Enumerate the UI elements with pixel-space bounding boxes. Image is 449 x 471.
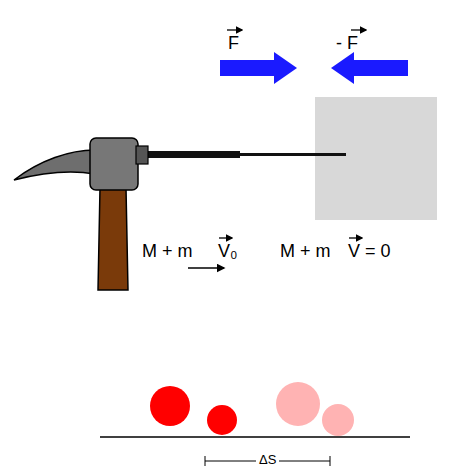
force-arrow — [220, 52, 297, 84]
force-label: - F — [336, 34, 358, 54]
block — [315, 97, 437, 220]
hammer-handle — [98, 188, 128, 290]
velocity-arrow — [188, 267, 224, 269]
nail — [135, 151, 240, 158]
hammer-face — [136, 146, 148, 164]
vector-sign — [351, 29, 366, 30]
dimension-tick — [330, 456, 331, 466]
ground — [100, 436, 410, 437]
vector-sign — [227, 29, 242, 30]
hammer-claw — [14, 150, 95, 180]
velocity-label: V = 0 — [348, 242, 391, 262]
ball-small — [207, 405, 237, 435]
dimension-label: ΔS — [256, 453, 279, 467]
hammer-head — [90, 138, 138, 190]
force-label: F — [228, 34, 239, 54]
vector-sign — [349, 237, 362, 238]
mass-label: M + m — [280, 242, 331, 262]
velocity-label: V₀ — [218, 242, 237, 262]
ball-small — [322, 404, 354, 436]
ball-big — [150, 386, 190, 426]
vector-sign — [219, 237, 232, 238]
mass-label: M + m — [142, 242, 193, 262]
dimension-tick — [205, 456, 206, 466]
force-arrow — [331, 52, 408, 84]
ball-big — [276, 382, 320, 426]
nail — [238, 153, 346, 156]
